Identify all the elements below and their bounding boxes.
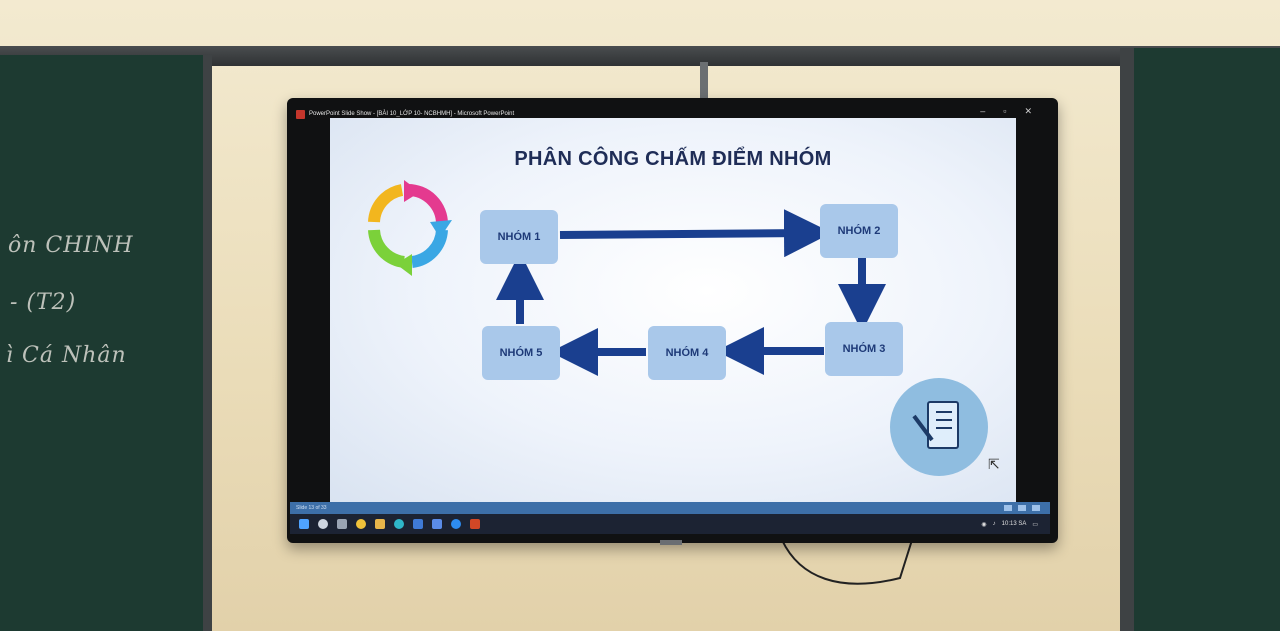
cycle-arrows-icon	[368, 180, 452, 276]
group-node-4: NHÓM 4	[648, 326, 726, 380]
tv-stand-mount	[660, 540, 682, 545]
photos-icon[interactable]	[432, 519, 442, 529]
close-button[interactable]: ✕	[1024, 106, 1032, 116]
status-bar: Slide 13 of 33	[290, 502, 1050, 514]
flow-arrows	[496, 209, 886, 376]
group-node-5: NHÓM 5	[482, 326, 560, 380]
board-rail	[0, 46, 1280, 66]
system-tray: ◉ ♪ 10:13 SA ▭	[981, 521, 1038, 528]
reading-view-icon[interactable]	[1032, 505, 1040, 511]
normal-view-icon[interactable]	[1004, 505, 1012, 511]
task-view-icon[interactable]	[337, 519, 347, 529]
group-node-3: NHÓM 3	[825, 322, 903, 376]
chalk-text-1: ôn CHINH	[8, 233, 134, 258]
network-icon[interactable]: ◉	[981, 521, 987, 528]
minimize-button[interactable]: –	[980, 106, 986, 116]
powerpoint-taskbar-icon[interactable]	[470, 519, 480, 529]
slide-counter: Slide 13 of 33	[296, 505, 327, 511]
slide-title: PHÂN CÔNG CHẤM ĐIỂM NHÓM	[514, 148, 832, 170]
file-explorer-icon[interactable]	[375, 519, 385, 529]
window-controls: – ▫ ✕	[980, 106, 1032, 117]
hanging-cable	[781, 539, 913, 585]
chalk-text-3: ì Cá Nhân	[6, 343, 127, 368]
maximize-button[interactable]: ▫	[1003, 106, 1007, 116]
windows-start-icon[interactable]	[299, 519, 309, 529]
slide-sorter-icon[interactable]	[1018, 505, 1026, 511]
view-buttons	[1004, 505, 1040, 511]
mouse-cursor-icon: ⇱	[988, 456, 1000, 472]
slide-canvas[interactable]: PHÂN CÔNG CHẤM ĐIỂM NHÓM NHÓM 1 NHÓM 2 N…	[330, 118, 1016, 502]
wall-cable	[700, 62, 708, 102]
chalk-text-2: - (T2)	[10, 290, 77, 315]
notification-icon[interactable]: ▭	[1032, 521, 1038, 528]
search-icon[interactable]	[318, 519, 328, 529]
zalo-icon[interactable]	[451, 519, 461, 529]
window-title: PowerPoint Slide Show - [BÀI 10_LỚP 10- …	[309, 111, 515, 117]
window-titlebar: PowerPoint Slide Show - [BÀI 10_LỚP 10- …	[290, 106, 1050, 122]
group-node-2: NHÓM 2	[820, 204, 898, 258]
volume-icon[interactable]: ♪	[992, 521, 996, 527]
store-icon[interactable]	[413, 519, 423, 529]
arrow-1-to-2	[559, 209, 832, 258]
windows-taskbar: ◉ ♪ 10:13 SA ▭	[290, 514, 1050, 534]
checklist-document-icon	[890, 378, 988, 476]
group-node-1: NHÓM 1	[480, 210, 558, 264]
chalkboard-left: ôn CHINH - (T2) ì Cá Nhân	[0, 55, 212, 631]
chalkboard-right	[1120, 48, 1280, 631]
powerpoint-icon	[296, 109, 305, 119]
edge-icon[interactable]	[394, 519, 404, 529]
clock[interactable]: 10:13 SA	[1001, 521, 1027, 527]
chrome-icon[interactable]	[356, 519, 366, 529]
